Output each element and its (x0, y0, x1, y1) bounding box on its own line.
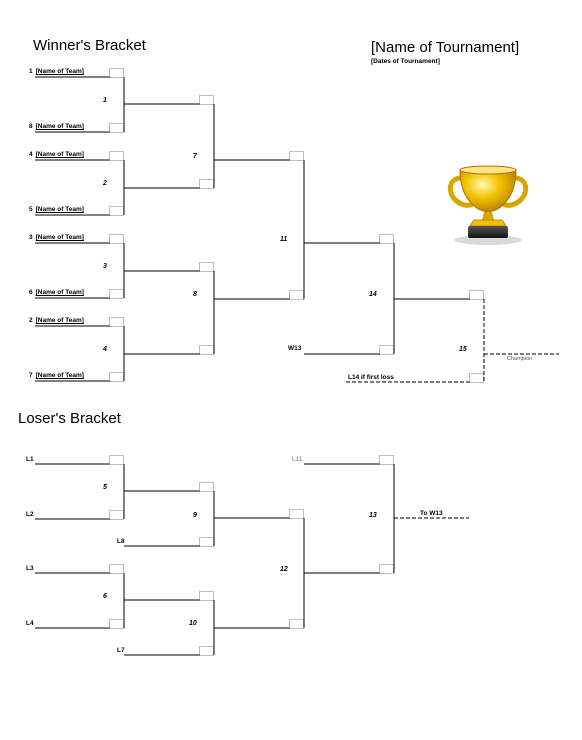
tournament-name[interactable]: [Name of Tournament] (371, 39, 520, 56)
game-number: 12 (280, 566, 288, 573)
score-box[interactable] (379, 455, 394, 465)
team-entry[interactable]: 8[Name of Team] (29, 123, 84, 131)
game-number: 4 (103, 346, 107, 353)
score-box[interactable] (109, 68, 124, 78)
game-number: 6 (103, 593, 107, 600)
team-name[interactable]: [Name of Team] (35, 123, 84, 130)
score-box[interactable] (199, 345, 214, 355)
score-box[interactable] (109, 510, 124, 520)
score-box[interactable] (199, 646, 214, 656)
score-box[interactable] (199, 591, 214, 601)
score-box[interactable] (469, 290, 484, 300)
seed-number: 8 (29, 123, 33, 130)
score-box[interactable] (199, 537, 214, 547)
tournament-dates[interactable]: [Dates of Tournament] (371, 58, 440, 65)
score-box[interactable] (109, 206, 124, 216)
score-box[interactable] (109, 317, 124, 327)
l14-label: L14 if first loss (348, 374, 394, 381)
score-box[interactable] (379, 234, 394, 244)
seed-number: 3 (29, 234, 33, 241)
score-box[interactable] (109, 289, 124, 299)
score-box[interactable] (199, 262, 214, 272)
score-box[interactable] (199, 95, 214, 105)
team-name[interactable]: [Name of Team] (35, 151, 84, 158)
loser-entry: L2 (26, 511, 34, 518)
champion-label: Champion (507, 356, 533, 362)
team-entry[interactable]: 5[Name of Team] (29, 206, 84, 214)
score-box[interactable] (109, 234, 124, 244)
score-box[interactable] (379, 564, 394, 574)
game-number: 13 (369, 512, 377, 519)
team-entry[interactable]: 3[Name of Team] (29, 234, 84, 242)
losers-bracket-heading: Loser's Bracket (18, 410, 121, 427)
team-entry[interactable]: 1[Name of Team] (29, 68, 84, 76)
score-box[interactable] (199, 482, 214, 492)
game-number: 14 (369, 291, 377, 298)
team-entry[interactable]: 7[Name of Team] (29, 372, 84, 380)
team-name[interactable]: [Name of Team] (35, 317, 84, 324)
to-w13-label: To W13 (420, 510, 443, 517)
score-box[interactable] (289, 151, 304, 161)
team-entry[interactable]: 4[Name of Team] (29, 151, 84, 159)
seed-number: 4 (29, 151, 33, 158)
game-number: 3 (103, 263, 107, 270)
game-number: 1 (103, 97, 107, 104)
score-box[interactable] (109, 372, 124, 382)
loser-entry: L7 (117, 647, 125, 654)
seed-number: 7 (29, 372, 33, 379)
score-box[interactable] (469, 373, 484, 383)
w13-label: W13 (288, 345, 302, 352)
team-name[interactable]: [Name of Team] (35, 289, 84, 296)
team-name[interactable]: [Name of Team] (35, 234, 84, 241)
score-box[interactable] (379, 345, 394, 355)
game-number: 15 (459, 346, 467, 353)
game-number: 2 (103, 180, 107, 187)
score-box[interactable] (199, 179, 214, 189)
score-box[interactable] (289, 509, 304, 519)
game-number: 11 (280, 236, 288, 243)
l11-label: L11 (292, 456, 303, 463)
loser-entry: L1 (26, 456, 34, 463)
game-number: 7 (193, 153, 197, 160)
seed-number: 5 (29, 206, 33, 213)
winners-bracket-heading: Winner's Bracket (33, 37, 146, 54)
team-entry[interactable]: 2[Name of Team] (29, 317, 84, 325)
seed-number: 6 (29, 289, 33, 296)
score-box[interactable] (109, 564, 124, 574)
seed-number: 2 (29, 317, 33, 324)
trophy-icon (447, 165, 529, 245)
score-box[interactable] (289, 290, 304, 300)
game-number: 8 (193, 291, 197, 298)
team-name[interactable]: [Name of Team] (35, 206, 84, 213)
score-box[interactable] (109, 123, 124, 133)
score-box[interactable] (289, 619, 304, 629)
game-number: 5 (103, 484, 107, 491)
team-entry[interactable]: 6[Name of Team] (29, 289, 84, 297)
game-number: 10 (189, 620, 197, 627)
loser-entry: L4 (26, 620, 34, 627)
team-name[interactable]: [Name of Team] (35, 68, 84, 75)
score-box[interactable] (109, 151, 124, 161)
loser-entry: L3 (26, 565, 34, 572)
loser-entry: L8 (117, 538, 125, 545)
score-box[interactable] (109, 619, 124, 629)
game-number: 9 (193, 512, 197, 519)
seed-number: 1 (29, 68, 33, 75)
team-name[interactable]: [Name of Team] (35, 372, 84, 379)
score-box[interactable] (109, 455, 124, 465)
